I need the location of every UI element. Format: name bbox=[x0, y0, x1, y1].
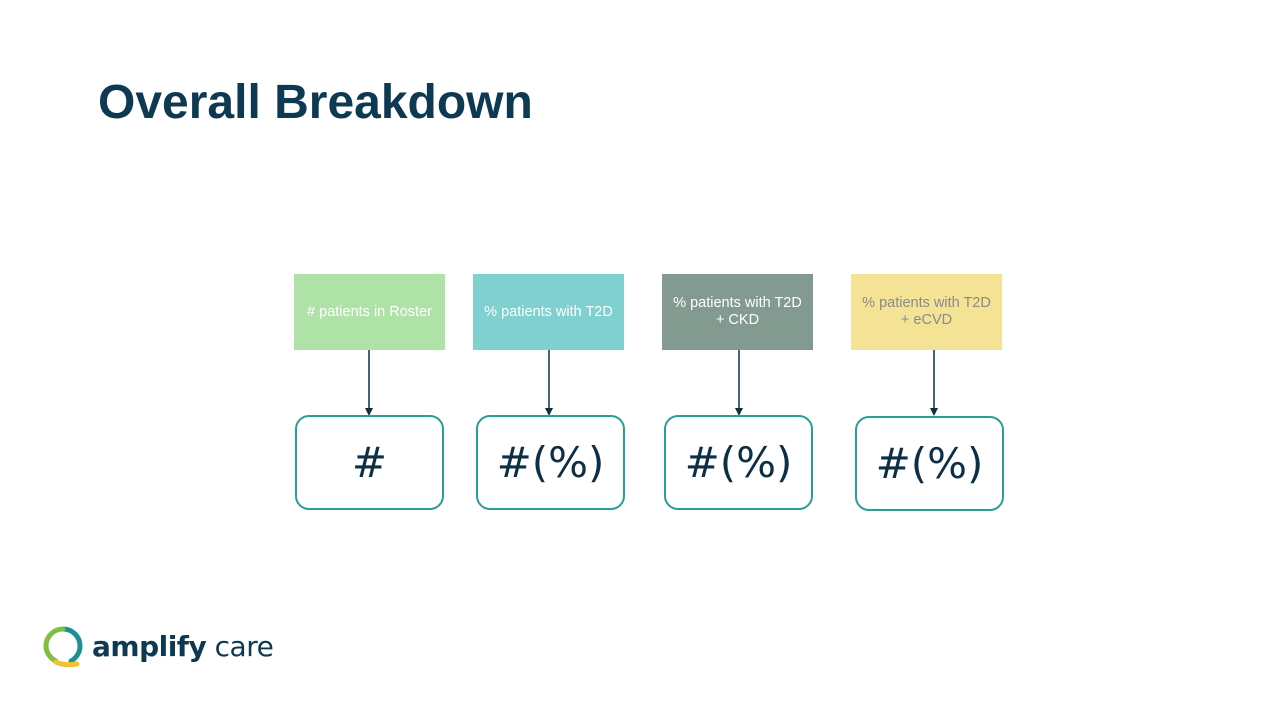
value-box-t2d-ecvd: #(%) bbox=[855, 416, 1004, 511]
category-box-roster: # patients in Roster bbox=[294, 274, 445, 350]
page-title: Overall Breakdown bbox=[98, 76, 533, 129]
category-label: % patients with T2D + CKD bbox=[673, 295, 802, 328]
category-label: # patients in Roster bbox=[307, 303, 432, 320]
category-box-t2d-ecvd: % patients with T2D + eCVD bbox=[851, 274, 1002, 350]
category-label: % patients with T2D + eCVD bbox=[862, 295, 991, 328]
category-box-t2d: % patients with T2D bbox=[473, 274, 624, 350]
logo-text: amplify care bbox=[92, 629, 274, 663]
category-box-t2d-ckd: % patients with T2D + CKD bbox=[662, 274, 813, 350]
logo-word-care: care bbox=[214, 629, 274, 663]
amplify-care-logo: amplify care bbox=[42, 624, 274, 668]
category-label: % patients with T2D bbox=[484, 303, 613, 320]
value-box-t2d-ckd: #(%) bbox=[664, 415, 813, 510]
value-box-t2d: #(%) bbox=[476, 415, 625, 510]
logo-word-amplify: amplify bbox=[92, 629, 207, 663]
value-box-roster: # bbox=[295, 415, 444, 510]
amplify-care-logo-mark-icon bbox=[43, 626, 83, 667]
